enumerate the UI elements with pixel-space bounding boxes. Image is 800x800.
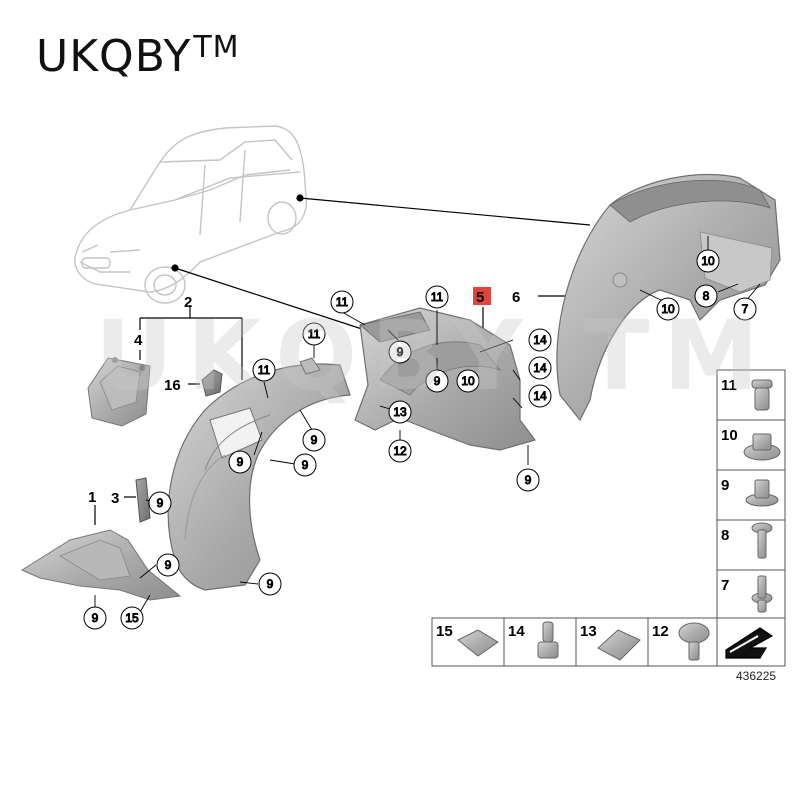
label-6: 6 (512, 289, 520, 306)
legend-9: 9 (721, 477, 729, 494)
callout-10: 10 (696, 249, 720, 273)
svg-text:14: 14 (533, 333, 547, 347)
fastener-8 (751, 522, 773, 559)
fastener-13 (597, 629, 641, 661)
svg-text:13: 13 (393, 405, 407, 419)
svg-text:11: 11 (336, 295, 349, 309)
callout-9: 9 (83, 606, 107, 630)
callout-9: 9 (258, 572, 282, 596)
callout-14: 14 (528, 356, 552, 380)
car-outline (74, 125, 307, 304)
legend-14: 14 (508, 623, 525, 640)
diagram-id: 436225 (736, 669, 777, 683)
svg-text:11: 11 (308, 327, 321, 341)
svg-text:14: 14 (533, 389, 547, 403)
label-5: 5 (476, 289, 484, 306)
svg-text:11: 11 (431, 290, 444, 304)
svg-text:10: 10 (661, 302, 675, 316)
leader-lines (94, 194, 591, 525)
callouts: 11 11 11 11 9 9 10 14 14 14 13 12 9 9 9 … (83, 249, 757, 630)
svg-text:15: 15 (125, 611, 139, 625)
callout-11: 11 (330, 290, 354, 314)
svg-text:9: 9 (302, 458, 309, 472)
callout-14: 14 (528, 328, 552, 352)
fastener-11 (751, 379, 773, 411)
svg-text:9: 9 (157, 496, 164, 510)
callout-11: 11 (425, 285, 449, 309)
callout-11: 11 (252, 358, 276, 382)
legend-7: 7 (721, 577, 729, 594)
legend-8: 8 (721, 527, 729, 544)
fastener-9 (745, 479, 779, 507)
fastener-7 (751, 575, 773, 613)
label-2: 2 (184, 294, 192, 311)
callout-leaders (94, 236, 761, 613)
legend-right: 11 10 9 8 7 (716, 369, 786, 621)
label-3: 3 (111, 490, 119, 507)
callout-9: 9 (425, 369, 449, 393)
svg-text:9: 9 (92, 611, 99, 625)
svg-text:9: 9 (525, 473, 532, 487)
part-16-bracket (201, 369, 223, 397)
fastener-14 (537, 621, 559, 659)
svg-text:11: 11 (258, 363, 271, 377)
part-1-bracket (20, 529, 182, 601)
callout-14: 14 (528, 384, 552, 408)
brand-logo: UKQBYTM (36, 30, 240, 82)
part-6-liner (556, 173, 781, 422)
part-3-strip (135, 477, 151, 523)
legend-bottom: 15 14 13 12 (431, 617, 786, 667)
callout-11: 11 (302, 322, 326, 346)
callout-9: 9 (228, 450, 252, 474)
fastener-15 (457, 629, 499, 657)
svg-text:7: 7 (742, 302, 749, 316)
svg-text:9: 9 (165, 558, 172, 572)
svg-text:10: 10 (461, 374, 475, 388)
fastener-12 (678, 622, 710, 661)
svg-text:10: 10 (701, 254, 715, 268)
arrow-icon (725, 627, 774, 659)
legend-15: 15 (436, 623, 453, 640)
legend-13: 13 (580, 623, 597, 640)
label-1: 1 (88, 489, 96, 506)
label-16: 16 (164, 377, 181, 394)
callout-9: 9 (516, 468, 540, 492)
callout-10: 10 (656, 297, 680, 321)
callout-12: 12 (388, 439, 412, 463)
part-2-front-liner (167, 357, 351, 591)
callout-8: 8 (694, 284, 718, 308)
callout-9: 9 (156, 553, 180, 577)
svg-text:9: 9 (267, 577, 274, 591)
part-numbers: 5 6 2 4 16 3 1 (88, 287, 520, 507)
svg-text:9: 9 (397, 345, 404, 359)
svg-text:9: 9 (434, 374, 441, 388)
svg-text:14: 14 (533, 361, 547, 375)
svg-text:8: 8 (703, 289, 710, 303)
part-4-plate (87, 357, 151, 427)
callout-13: 13 (388, 400, 412, 424)
callout-9: 9 (302, 428, 326, 452)
callout-15: 15 (120, 606, 144, 630)
callout-9: 9 (148, 491, 172, 515)
legend-11: 11 (721, 377, 737, 394)
callout-9: 9 (293, 453, 317, 477)
callout-9: 9 (388, 340, 412, 364)
callout-7: 7 (733, 297, 757, 321)
legend-12: 12 (652, 623, 669, 640)
watermark: UKQBY TM (95, 300, 773, 412)
callout-10: 10 (456, 369, 480, 393)
svg-text:9: 9 (237, 455, 244, 469)
label-4: 4 (134, 332, 143, 349)
svg-text:12: 12 (393, 444, 407, 458)
part-5-highlight (473, 287, 491, 305)
svg-text:9: 9 (311, 433, 318, 447)
legend-10: 10 (721, 427, 738, 444)
fastener-10 (743, 433, 781, 461)
